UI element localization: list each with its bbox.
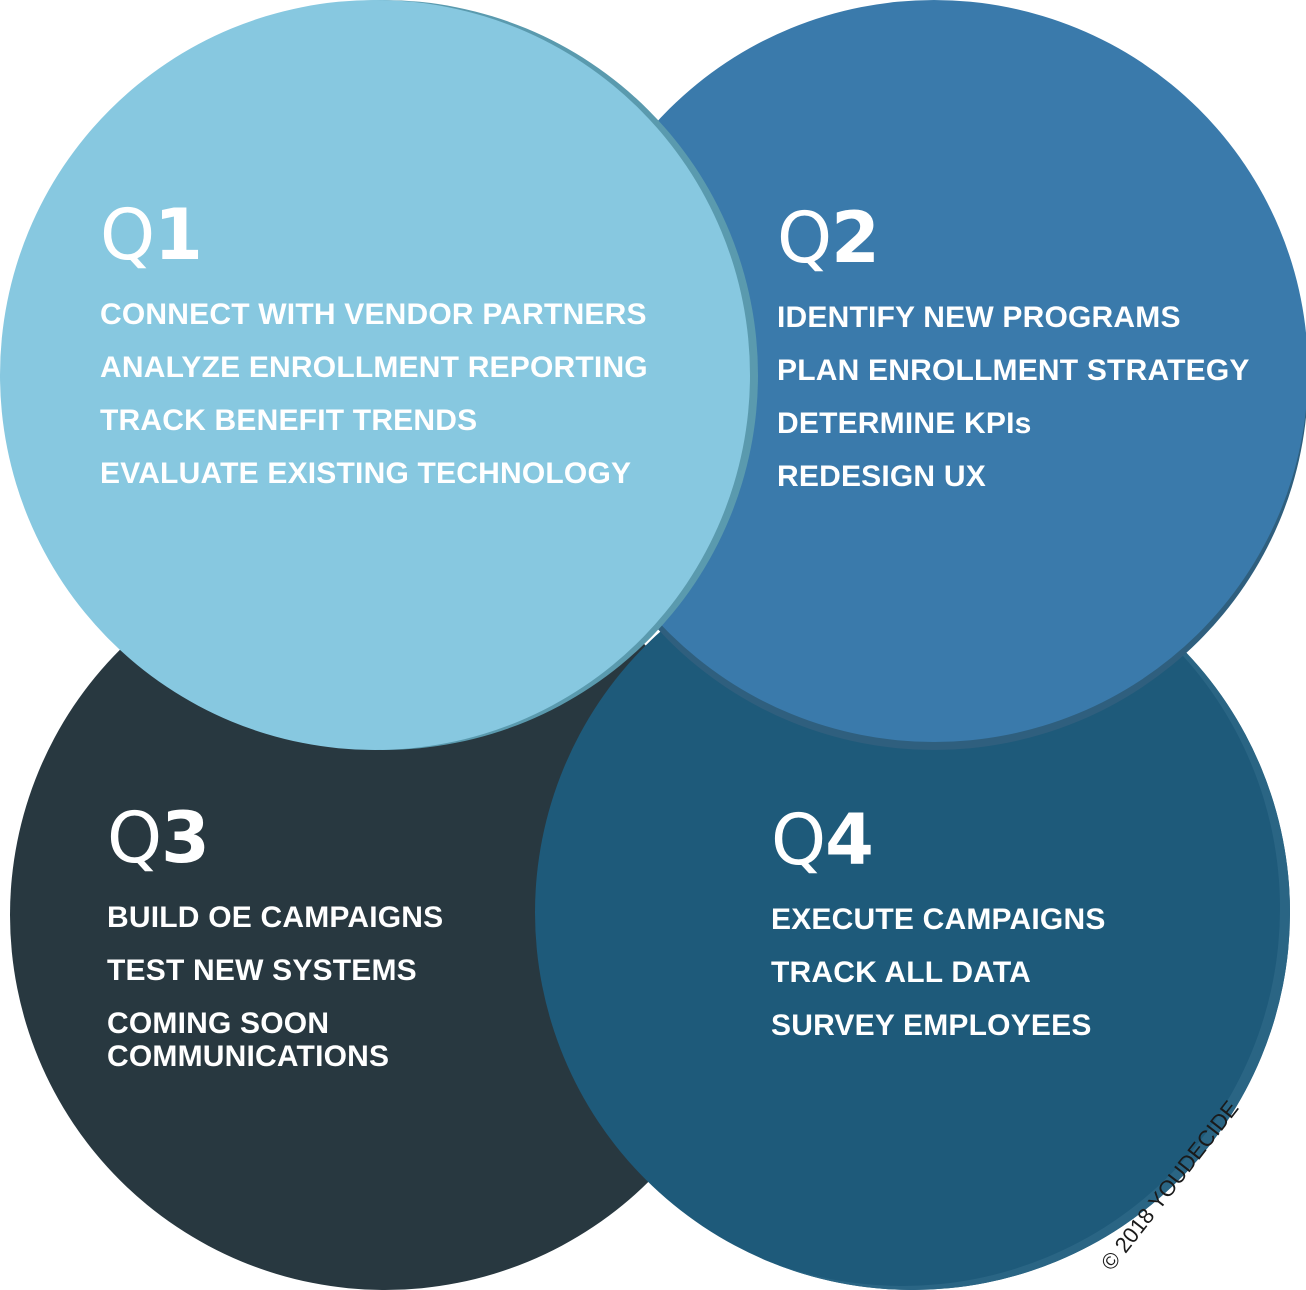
quadrant-title-number: 3	[161, 797, 210, 879]
quadrant-title-q3: Q3	[107, 803, 443, 873]
quadrant-title-q1: Q1	[100, 200, 648, 270]
quadrant-item: EXECUTE CAMPAIGNS	[771, 903, 1106, 936]
quadrant-item: IDENTIFY NEW PROGRAMS	[777, 301, 1181, 334]
quadrant-item: REDESIGN UX	[777, 460, 986, 493]
quadrant-item: TEST NEW SYSTEMS	[107, 954, 417, 987]
quadrant-title-letter: Q	[777, 197, 832, 279]
quadrant-title-letter: Q	[107, 797, 162, 879]
quadrant-item: SURVEY EMPLOYEES	[771, 1009, 1092, 1042]
quadrant-q1: Q1 CONNECT WITH VENDOR PARTNERS ANALYZE …	[100, 200, 648, 510]
quadrant-item: CONNECT WITH VENDOR PARTNERS	[100, 298, 647, 331]
quadrant-title-letter: Q	[100, 194, 155, 276]
quadrant-title-number: 1	[154, 194, 203, 276]
quadrant-title-number: 2	[831, 197, 880, 279]
quadrant-items-q3: BUILD OE CAMPAIGNS TEST NEW SYSTEMS COMI…	[107, 901, 443, 1073]
quadrant-items-q4: EXECUTE CAMPAIGNS TRACK ALL DATA SURVEY …	[771, 903, 1106, 1042]
quadrant-item: TRACK ALL DATA	[771, 956, 1031, 989]
quadrant-title-number: 4	[825, 799, 874, 881]
quadrant-q4: Q4 EXECUTE CAMPAIGNS TRACK ALL DATA SURV…	[771, 805, 1106, 1062]
quadrant-title-letter: Q	[771, 799, 826, 881]
quadrant-item: COMING SOON COMMUNICATIONS	[107, 1007, 390, 1073]
quadrant-title-q2: Q2	[777, 203, 1250, 273]
quadrant-item: DETERMINE KPIs	[777, 407, 1032, 440]
quadrant-item: EVALUATE EXISTING TECHNOLOGY	[100, 457, 632, 490]
quadrant-item: TRACK BENEFIT TRENDS	[100, 404, 478, 437]
quadrant-item: PLAN ENROLLMENT STRATEGY	[777, 354, 1250, 387]
quadrant-q2: Q2 IDENTIFY NEW PROGRAMS PLAN ENROLLMENT…	[777, 203, 1250, 513]
quadrant-item: BUILD OE CAMPAIGNS	[107, 901, 444, 934]
quadrant-items-q1: CONNECT WITH VENDOR PARTNERS ANALYZE ENR…	[100, 298, 648, 490]
quadrant-item: ANALYZE ENROLLMENT REPORTING	[100, 351, 648, 384]
circle-q1	[0, 0, 750, 750]
quadrant-q3: Q3 BUILD OE CAMPAIGNS TEST NEW SYSTEMS C…	[107, 803, 443, 1093]
quadrant-items-q2: IDENTIFY NEW PROGRAMS PLAN ENROLLMENT ST…	[777, 301, 1250, 493]
quadrant-title-q4: Q4	[771, 805, 1106, 875]
